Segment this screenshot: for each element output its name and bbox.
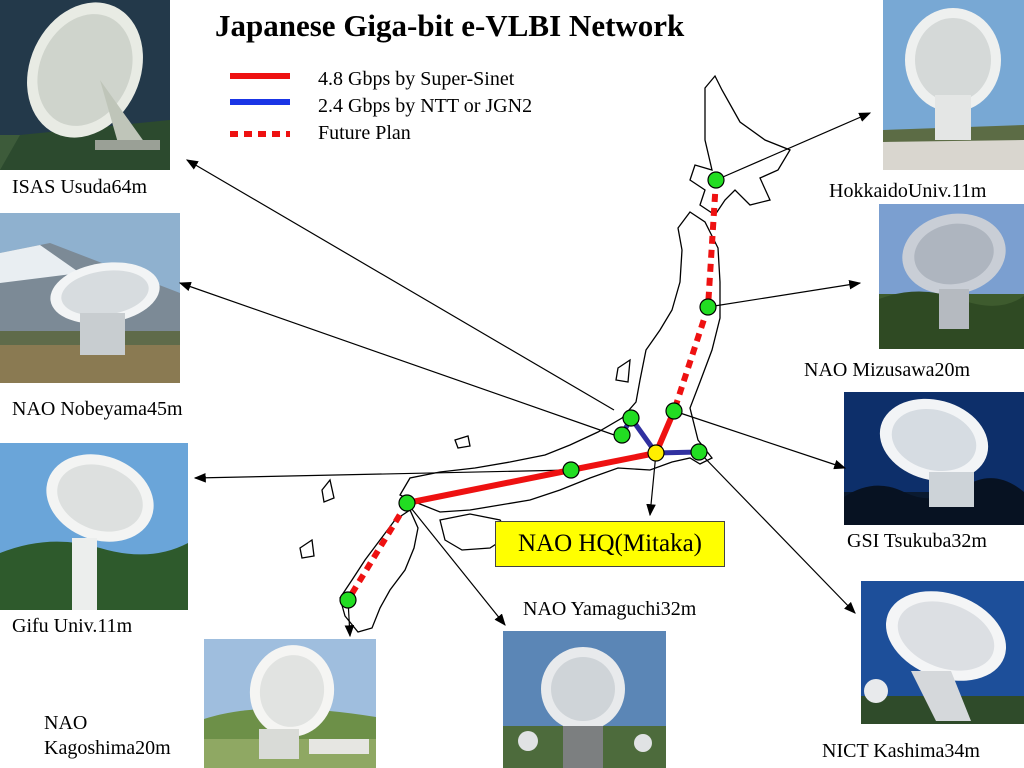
arrow-gifu xyxy=(193,469,572,483)
node-kashima xyxy=(690,443,708,461)
nobeyama-label: NAO Nobeyama45m xyxy=(12,398,183,420)
node-hq xyxy=(647,444,665,462)
hq-label-box: NAO HQ(Mitaka) xyxy=(495,521,725,567)
kyushu-outline xyxy=(339,509,419,633)
node-tsukuba xyxy=(665,402,683,420)
link-sinet-hq-gifu xyxy=(570,450,657,473)
hokkaido-antenna-photo xyxy=(883,0,1024,170)
node-yamaguchi xyxy=(398,494,416,512)
node-hokkaido xyxy=(707,171,725,189)
mizusawa-antenna-photo xyxy=(879,204,1024,349)
tsukuba-label: GSI Tsukuba32m xyxy=(847,530,987,552)
japan-outline xyxy=(299,74,791,633)
arrow-tsukuba xyxy=(673,410,847,470)
gifu-antenna-photo xyxy=(0,443,188,610)
tsushima-outline xyxy=(321,478,335,503)
legend-future-swatch xyxy=(230,131,290,137)
node-mizusawa xyxy=(699,298,717,316)
hokkaido-label: HokkaidoUniv.11m xyxy=(829,180,987,202)
arrow-nobeyama xyxy=(178,282,621,438)
nobeyama-antenna-photo xyxy=(0,213,180,383)
node-nobeyama xyxy=(613,426,631,444)
node-usuda xyxy=(622,409,640,427)
kagoshima-label-line1: NAO xyxy=(44,712,88,734)
link-future-mizusawa-tsukuba xyxy=(671,306,711,412)
oki-outline xyxy=(454,435,471,449)
yamaguchi-antenna-photo xyxy=(503,631,666,768)
gifu-label: Gifu Univ.11m xyxy=(12,615,133,637)
page-title: Japanese Giga-bit e-VLBI Network xyxy=(215,8,685,43)
honshu-outline xyxy=(399,211,721,513)
node-gifu xyxy=(562,461,580,479)
legend-ntt-swatch xyxy=(230,99,290,105)
yamaguchi-label: NAO Yamaguchi32m xyxy=(523,598,697,620)
arrow-mizusawa xyxy=(707,279,862,308)
kagoshima-label-line2: Kagoshima20m xyxy=(44,737,171,759)
arrow-yamaguchi xyxy=(406,502,506,626)
arrow-kashima xyxy=(698,451,856,614)
mizusawa-label: NAO Mizusawa20m xyxy=(804,359,971,381)
usuda-label: ISAS Usuda64m xyxy=(12,176,148,198)
legend-super-sinet-swatch xyxy=(230,73,290,79)
node-kagoshima xyxy=(339,591,357,609)
station-nodes xyxy=(339,171,725,609)
arrow-hokkaido xyxy=(715,112,872,181)
usuda-antenna-photo xyxy=(0,0,170,170)
kashima-label: NICT Kashima34m xyxy=(822,740,980,762)
link-sinet-gifu-yamaguchi xyxy=(406,467,572,506)
hq-label: NAO HQ(Mitaka) xyxy=(518,530,702,557)
sado-outline xyxy=(615,358,631,383)
kashima-antenna-photo xyxy=(861,581,1024,724)
link-future-hokkaido-mizusawa xyxy=(705,179,719,308)
arrow-hq xyxy=(646,452,657,517)
link-future-yamaguchi-kagoshima xyxy=(345,501,410,602)
arrow-usuda xyxy=(185,159,615,411)
legend-ntt-label: 2.4 Gbps by NTT or JGN2 xyxy=(318,95,533,117)
legend-future-label: Future Plan xyxy=(318,122,411,144)
goto-outline xyxy=(299,538,315,559)
legend-super-sinet-label: 4.8 Gbps by Super-Sinet xyxy=(318,68,515,90)
pointer-arrows xyxy=(178,112,872,638)
hokkaido-outline xyxy=(689,74,791,216)
kagoshima-antenna-photo xyxy=(204,639,376,768)
tsukuba-antenna-photo xyxy=(844,392,1024,525)
